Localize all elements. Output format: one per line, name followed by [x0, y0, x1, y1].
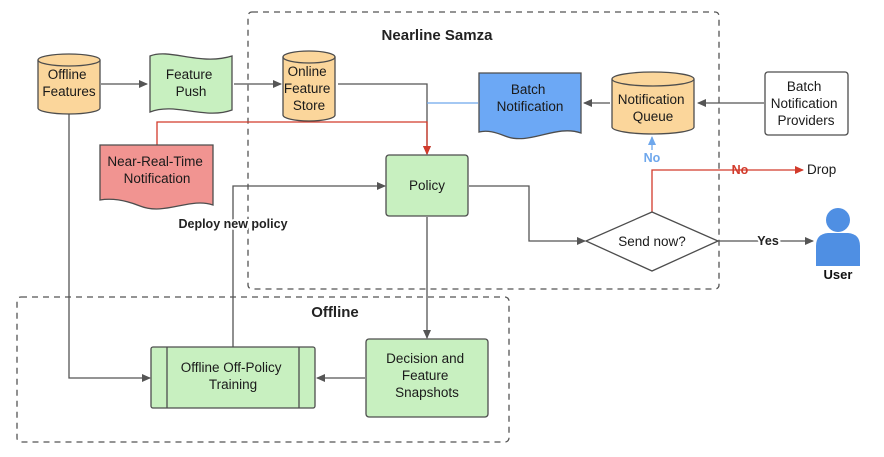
offline-features-shape [37, 60, 101, 115]
no-drop-label: No [732, 163, 749, 177]
edges [68, 80, 814, 382]
user-icon [816, 208, 860, 266]
deploy-new-policy-label: Deploy new policy [178, 217, 287, 231]
policy-label: Policy [409, 178, 445, 193]
node-offline-training: Offline Off-Policy Training [150, 346, 316, 409]
edge-offline-features-to-training [68, 114, 151, 382]
edge-labels: Deploy new policy No No Yes [176, 149, 780, 250]
node-feature-push: Feature Push [149, 53, 233, 114]
notification-queue-top [611, 71, 695, 87]
node-batch-notification-providers: Batch Notification Providers [764, 71, 849, 136]
policy-shape [385, 154, 469, 217]
feature-push-shape [149, 53, 233, 114]
node-batch-notification: Batch Notification [478, 72, 582, 140]
notification-queue-label: Notification Queue [618, 92, 689, 124]
notification-queue-shape [611, 79, 695, 135]
feature-push-label: Feature Push [166, 67, 216, 99]
offline-training-shape [150, 346, 316, 409]
batch-notification-label: Batch Notification [497, 82, 564, 114]
send-now-shape [584, 211, 720, 272]
edge-online-store-to-policy [338, 83, 431, 155]
node-notification-queue: Notification Queue [611, 71, 695, 135]
decision-snapshots-label: Decision and Feature Snapshots [386, 351, 468, 400]
decision-snapshots-shape [365, 338, 489, 418]
nearline-samza-group: Nearline Samza [247, 11, 720, 290]
no-queue-label: No [644, 151, 661, 165]
edge-send-now-to-drop [651, 166, 804, 212]
node-policy: Policy [385, 154, 469, 217]
offline-features-label: Offline Features [42, 67, 96, 99]
batch-notification-providers-shape [764, 71, 849, 136]
offline-features-top [37, 53, 101, 67]
batch-notification-shape [478, 72, 582, 140]
online-feature-store-label: Online Feature Store [284, 64, 334, 113]
node-near-real-time-notification: Near-Real-Time Notification [99, 144, 214, 210]
near-real-time-notification-shape [99, 144, 214, 210]
node-user: User [816, 208, 860, 282]
node-online-feature-store: Online Feature Store [282, 50, 336, 122]
send-now-label: Send now? [618, 234, 686, 249]
user-label: User [824, 267, 853, 282]
edge-training-to-policy [232, 182, 386, 347]
edge-nrt-notification-to-policy [156, 121, 431, 155]
yes-label: Yes [757, 234, 779, 248]
nearline-samza-title: Nearline Samza [382, 27, 494, 44]
offline-title: Offline [311, 304, 359, 321]
online-feature-store-top [282, 50, 336, 64]
edge-policy-to-send-now [469, 185, 586, 245]
node-offline-features: Offline Features [37, 53, 101, 115]
online-feature-store-shape [282, 57, 336, 122]
node-send-now: Send now? [584, 211, 720, 272]
node-decision-snapshots: Decision and Feature Snapshots [365, 338, 489, 418]
offline-training-label: Offline Off-Policy Training [181, 360, 286, 392]
drop-label: Drop [807, 162, 836, 177]
batch-notification-providers-label: Batch Notification Providers [771, 79, 842, 128]
offline-group: Offline [16, 296, 510, 443]
near-real-time-notification-label: Near-Real-Time Notification [107, 154, 206, 186]
